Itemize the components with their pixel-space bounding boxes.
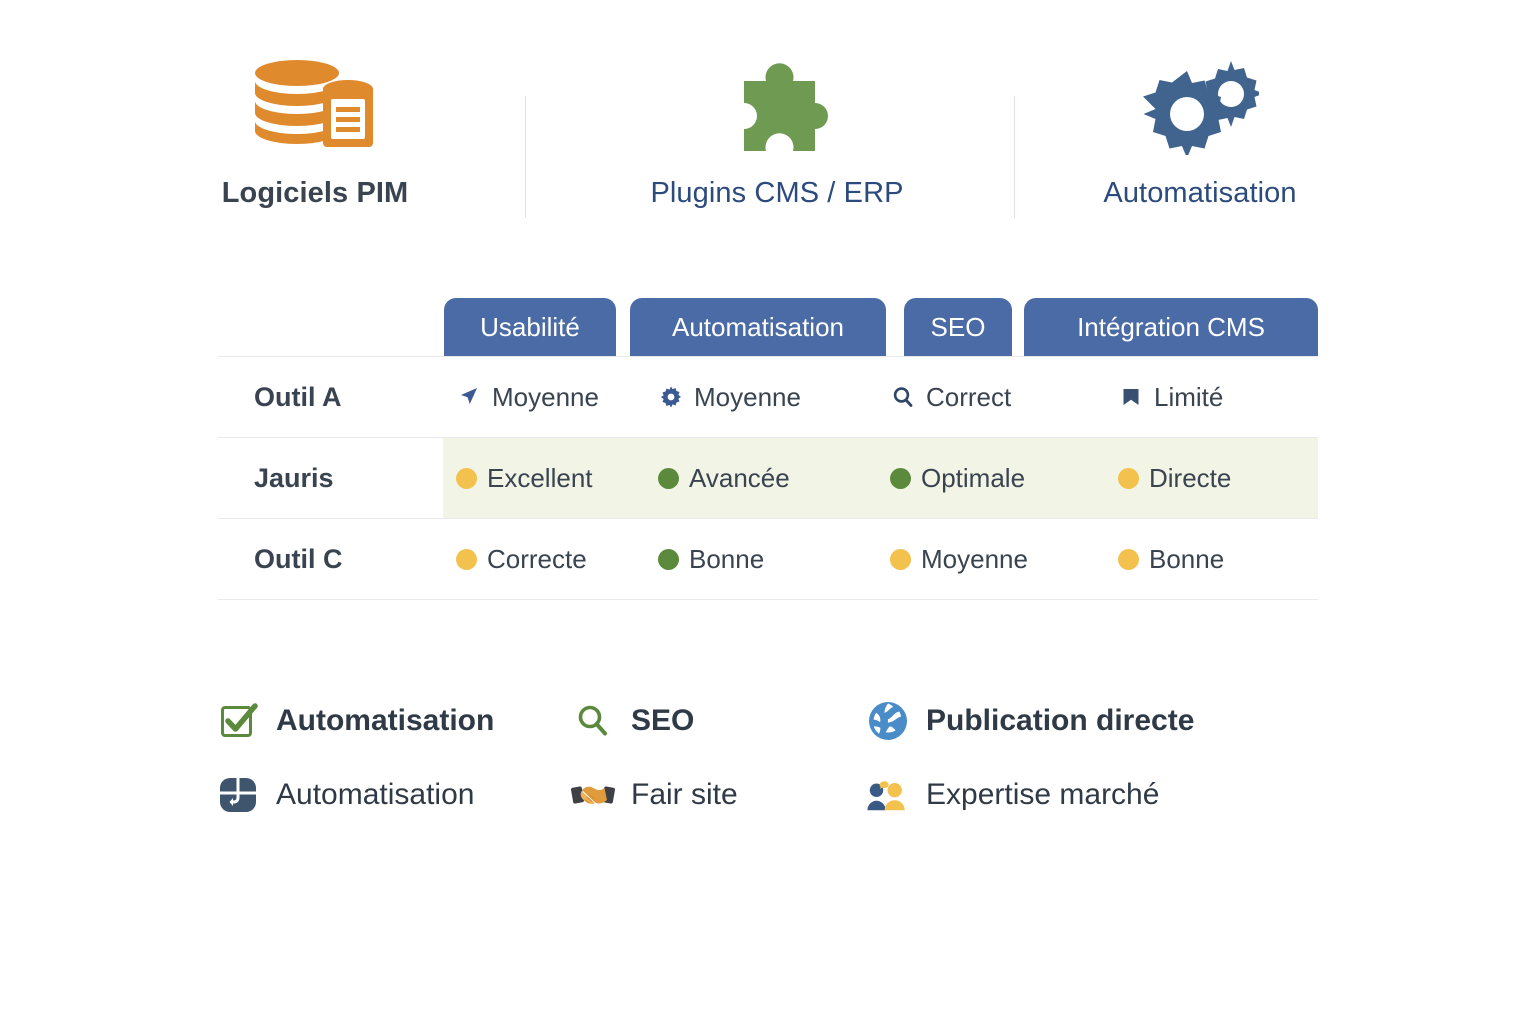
cell-text: Avancée	[689, 462, 790, 493]
feature-label: Fair site	[631, 778, 738, 811]
feature-expertise-marche[interactable]: Expertise marché	[866, 773, 1226, 817]
cell-text: Bonne	[689, 543, 765, 574]
puzzle-piece-icon	[722, 55, 832, 155]
cell-text: Correct	[926, 381, 1012, 412]
feature-row: Automatisation SEO	[216, 684, 1226, 758]
category-automatisation[interactable]: Automatisation	[1030, 55, 1370, 210]
arrow-cursor-icon	[456, 384, 482, 410]
layout-panels-icon	[216, 773, 260, 817]
table-row[interactable]: Jauris Excellent Avancée Optimale Direct…	[218, 437, 1318, 518]
column-header-seo[interactable]: SEO	[904, 298, 1012, 356]
category-divider-2	[1014, 96, 1015, 218]
search-icon	[571, 699, 615, 743]
category-label: Logiciels PIM	[221, 177, 409, 209]
column-header-automatisation[interactable]: Automatisation	[630, 298, 886, 356]
checkbox-checked-icon	[216, 699, 260, 743]
table-row[interactable]: Outil C Correcte Bonne Moyenne Bonne	[218, 518, 1318, 600]
feature-publication-directe[interactable]: Publication directe	[866, 699, 1226, 743]
cell-text: Bonne	[1149, 543, 1225, 574]
feature-label: SEO	[631, 704, 695, 737]
database-stack-icon	[247, 55, 383, 155]
category-logiciels-pim[interactable]: Logiciels PIM	[168, 55, 462, 210]
gears-icon	[1141, 55, 1259, 155]
feature-fair-site[interactable]: Fair site	[571, 773, 866, 817]
table-cell: Bonne	[1118, 544, 1224, 575]
status-dot-amber	[1118, 548, 1139, 570]
globe-icon	[866, 699, 910, 743]
table-cell: Correct	[890, 382, 1011, 413]
row-label: Outil A	[254, 381, 342, 412]
category-strip: Logiciels PIM Plugins CMS / ERP Automati…	[0, 0, 1536, 255]
search-icon	[890, 384, 916, 410]
table-cell: Moyenne	[890, 544, 1028, 575]
category-label: Automatisation	[1103, 177, 1297, 209]
feature-row: Automatisation Fair site	[216, 758, 1226, 832]
table-row[interactable]: Outil A Moyenne Moyenne	[218, 356, 1318, 437]
status-dot-green	[658, 548, 679, 570]
cell-text: Moyenne	[694, 381, 801, 412]
table-cell: Limité	[1118, 382, 1223, 413]
table-cell: Moyenne	[658, 382, 801, 413]
category-divider-1	[525, 96, 526, 218]
cell-text: Excellent	[487, 462, 593, 493]
cell-text: Directe	[1149, 462, 1232, 493]
feature-label: Publication directe	[926, 704, 1195, 737]
status-dot-amber	[456, 467, 477, 489]
table-cell: Avancée	[658, 463, 790, 494]
feature-grid: Automatisation SEO	[216, 684, 1226, 832]
table-cell: Correcte	[456, 544, 587, 575]
row-label: Jauris	[254, 462, 334, 493]
table-cell: Optimale	[890, 463, 1025, 494]
feature-label: Automatisation	[276, 704, 495, 737]
status-dot-green	[890, 467, 911, 489]
feature-label: Automatisation	[276, 778, 475, 811]
table-cell: Directe	[1118, 463, 1231, 494]
cell-text: Moyenne	[921, 543, 1028, 574]
status-dot-amber	[456, 548, 477, 570]
cell-text: Limité	[1154, 381, 1224, 412]
category-plugins-cms-erp[interactable]: Plugins CMS / ERP	[570, 55, 984, 210]
cell-text: Moyenne	[492, 381, 599, 412]
cell-text: Optimale	[921, 462, 1026, 493]
status-dot-amber	[1118, 467, 1139, 489]
row-label: Outil C	[254, 543, 343, 574]
table-cell: Moyenne	[456, 382, 599, 413]
category-label: Plugins CMS / ERP	[650, 177, 904, 209]
table-cell: Bonne	[658, 544, 764, 575]
two-people-icon	[866, 773, 910, 817]
column-header-integration-cms[interactable]: Intégration CMS	[1024, 298, 1318, 356]
cell-text: Correcte	[487, 543, 587, 574]
table-cell: Excellent	[456, 463, 593, 494]
feature-automatisation-check[interactable]: Automatisation	[216, 699, 571, 743]
handshake-icon	[571, 773, 615, 817]
row-highlight-background	[443, 438, 1318, 518]
status-dot-green	[658, 467, 679, 489]
feature-label: Expertise marché	[926, 778, 1160, 811]
table-header-row: Usabilité Automatisation SEO Intégration…	[218, 298, 1318, 356]
feature-seo[interactable]: SEO	[571, 699, 866, 743]
feature-automatisation-panels[interactable]: Automatisation	[216, 773, 571, 817]
bookmark-icon	[1118, 384, 1144, 410]
gear-icon	[658, 384, 684, 410]
status-dot-amber	[890, 548, 911, 570]
column-header-usabilite[interactable]: Usabilité	[444, 298, 616, 356]
comparison-table: Usabilité Automatisation SEO Intégration…	[218, 298, 1318, 600]
